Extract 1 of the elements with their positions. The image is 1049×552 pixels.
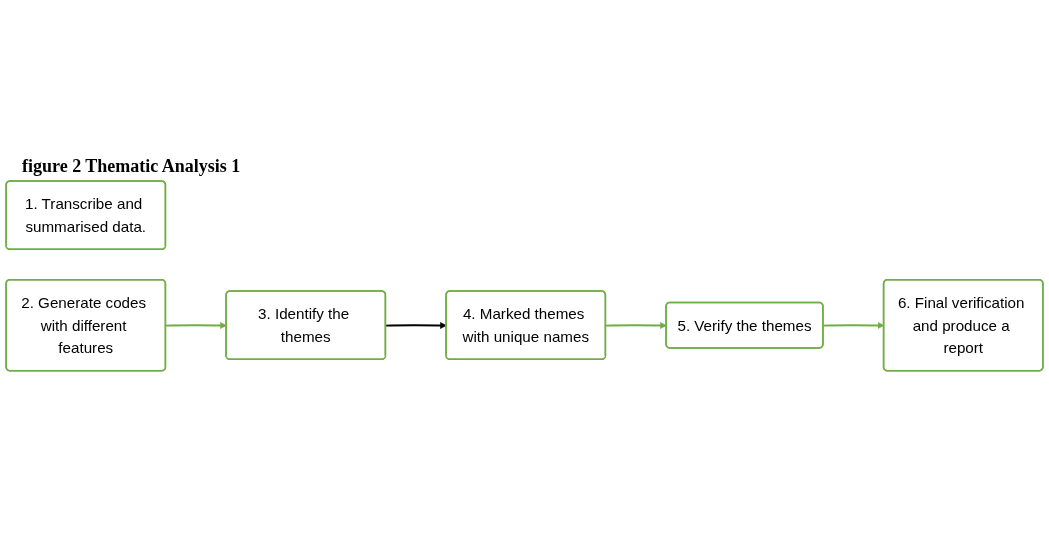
figure-caption: figure 2 Thematic Analysis 1 — [22, 156, 241, 177]
